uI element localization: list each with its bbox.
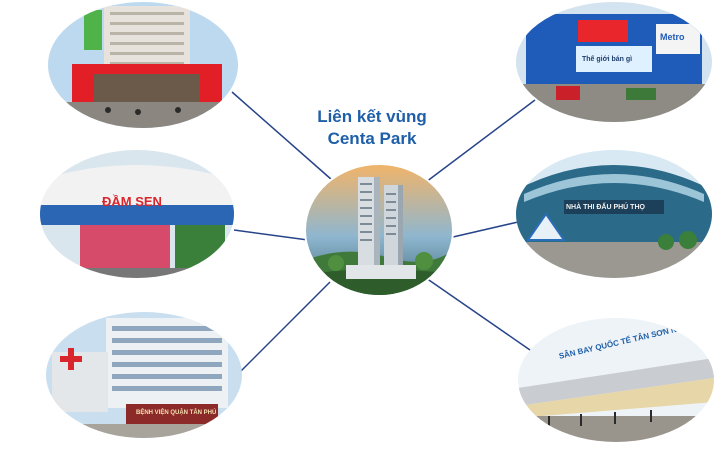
region-title: Liên kết vùng Centa Park <box>302 106 442 150</box>
hospital-sign: BỆNH VIỆN QUẬN TÂN PHÚ <box>136 410 217 416</box>
shopping-center-photo <box>48 2 238 128</box>
connector-bottom-right <box>425 277 531 351</box>
dam-sen-sign: ĐẦM SEN <box>102 194 162 209</box>
supermarket-banner: Thế giới bán gì <box>582 56 633 63</box>
supermarket-brand: Metro <box>660 32 685 42</box>
connector-bottom-left <box>239 281 331 373</box>
title-line-1: Liên kết vùng <box>317 107 427 126</box>
stadium-sign: NHÀ THI ĐẤU PHÚ THỌ <box>566 204 645 211</box>
airport-photo: SÂN BAY QUỐC TẾ TÂN SƠN NHẤT <box>518 318 714 442</box>
connector-top-left <box>231 91 333 181</box>
connector-mid-right <box>439 221 519 241</box>
title-line-2: Centa Park <box>327 129 417 148</box>
supermarket-photo: Metro Thế giới bán gì <box>516 2 712 122</box>
dam-sen-photo: ĐẦM SEN <box>40 150 234 278</box>
connector-mid-left <box>233 229 309 241</box>
stadium-photo: NHÀ THI ĐẤU PHÚ THỌ <box>516 150 712 278</box>
hospital-photo: BỆNH VIỆN QUẬN TÂN PHÚ <box>46 312 242 438</box>
centa-park-photo <box>306 165 452 295</box>
connector-top-right <box>421 99 536 186</box>
